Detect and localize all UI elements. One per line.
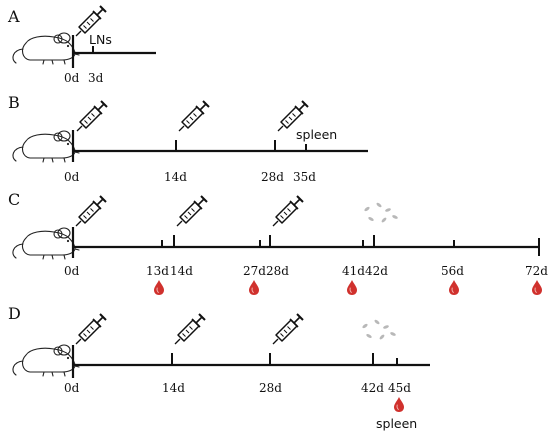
panel-c-label-14d: 14d — [170, 264, 193, 278]
panel-d-label-42d: 42d — [361, 381, 384, 395]
mouse-icon — [12, 130, 80, 163]
panel-b-label-28d: 28d — [261, 170, 284, 184]
mouse-icon — [12, 32, 80, 65]
panel-d-label-14d: 14d — [162, 381, 185, 395]
panel-b-letter: B — [8, 93, 20, 112]
panel-a-label-3d: 3d — [88, 71, 104, 85]
panel-b-label-14d: 14d — [164, 170, 187, 184]
panel-d: D 0d 14d 28d 42d 45d spleen — [8, 304, 430, 431]
syringe-icon — [76, 100, 108, 132]
syringe-icon — [75, 195, 107, 227]
panel-c-label-13d: 13d — [146, 264, 169, 278]
mouse-icon — [12, 227, 80, 260]
panel-b-label-0d: 0d — [64, 170, 80, 184]
pill-particles-icon — [363, 201, 399, 224]
panel-c-label-27d: 27d — [243, 264, 266, 278]
panel-a-letter: A — [7, 7, 20, 26]
panel-c-label-56d: 56d — [441, 264, 464, 278]
panel-c-letter: C — [8, 190, 20, 209]
blood-drop-icon — [393, 396, 405, 413]
syringe-icon — [176, 195, 208, 227]
blood-drop-icon — [448, 279, 460, 296]
panel-d-label-45d: 45d — [388, 381, 411, 395]
panel-d-label-28d: 28d — [259, 381, 282, 395]
panel-d-note-spleen: spleen — [376, 416, 417, 431]
panel-d-letter: D — [8, 304, 21, 323]
panel-a-note-lns: LNs — [89, 32, 112, 47]
syringe-icon — [272, 313, 304, 345]
panel-b-note-spleen: spleen — [296, 127, 337, 142]
mouse-icon — [12, 344, 80, 377]
panel-c-label-72d: 72d — [525, 264, 548, 278]
panel-c-label-28d: 28d — [266, 264, 289, 278]
syringe-icon — [178, 100, 210, 132]
blood-drop-icon — [531, 279, 543, 296]
panel-a: A LNs 0d 3d — [7, 5, 156, 85]
panel-c-label-42d: 42d — [365, 264, 388, 278]
panel-c: C 0d 13d 14d 27d 28d 41d 42d 56d 72d — [8, 190, 548, 296]
panel-c-label-41d: 41d — [342, 264, 365, 278]
blood-drop-icon — [153, 279, 165, 296]
syringe-icon — [174, 313, 206, 345]
panel-c-label-0d: 0d — [64, 264, 80, 278]
pill-particles-icon — [361, 318, 397, 341]
syringe-icon — [272, 195, 304, 227]
panel-a-label-0d: 0d — [64, 71, 80, 85]
blood-drop-icon — [248, 279, 260, 296]
blood-drop-icon — [346, 279, 358, 296]
panel-d-label-0d: 0d — [64, 381, 80, 395]
panel-b-label-35d: 35d — [293, 170, 316, 184]
syringe-icon — [75, 313, 107, 345]
panel-b: B spleen 0d 14d 28d 35d — [8, 93, 368, 184]
